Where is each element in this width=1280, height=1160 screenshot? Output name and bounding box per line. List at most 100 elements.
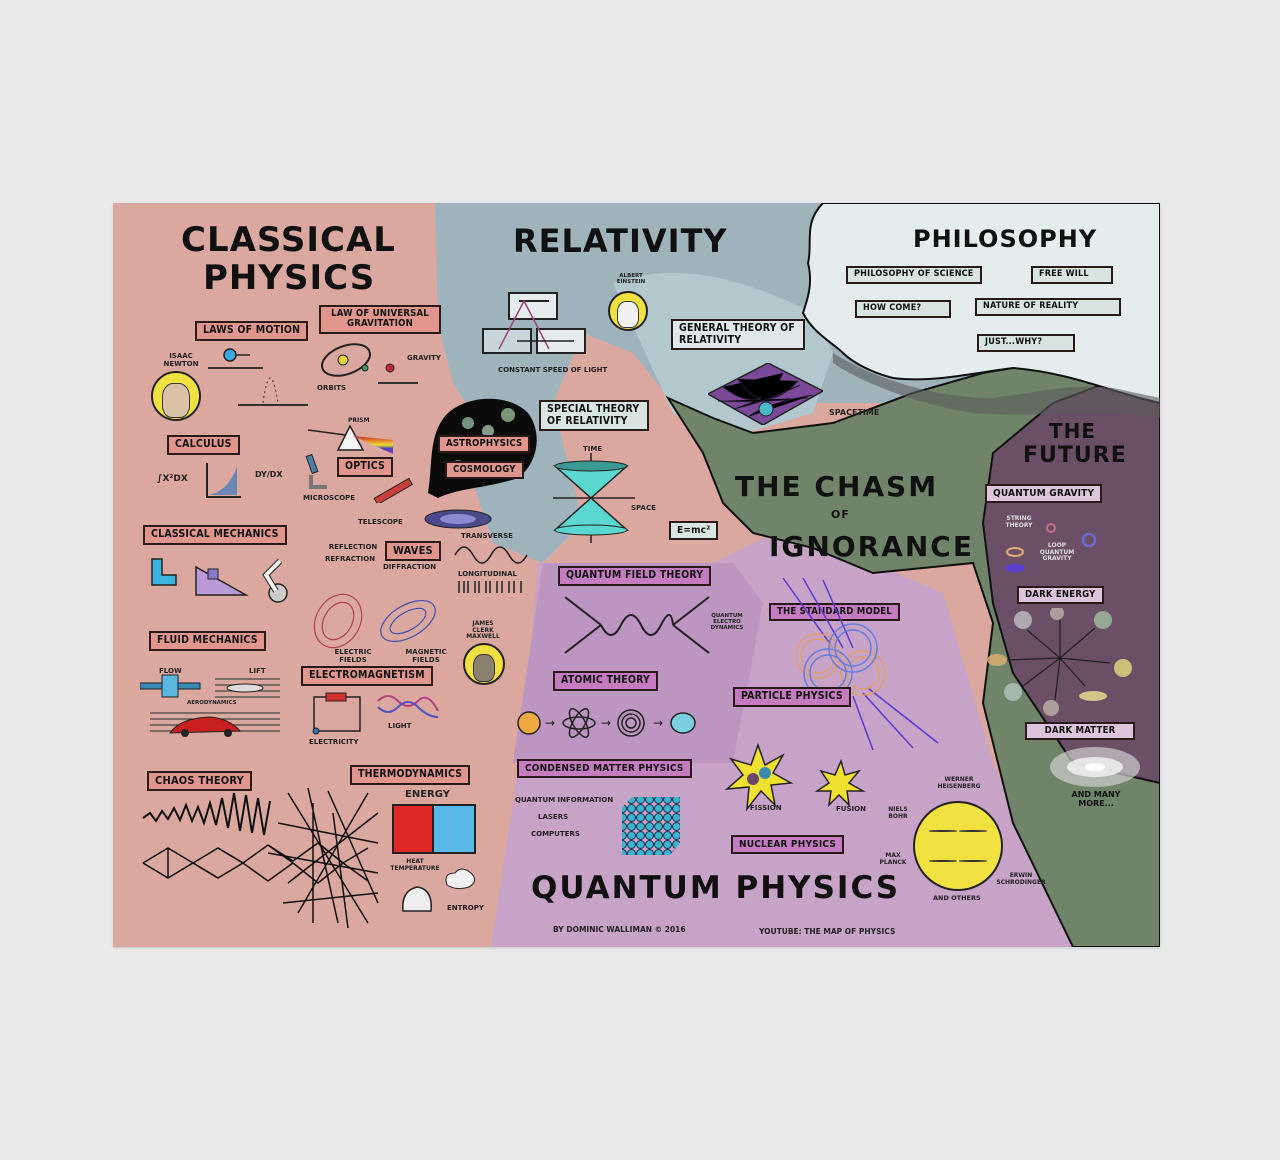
label-nuclear-physics: Nuclear Physics <box>731 835 845 854</box>
quantum-physicists-portrait-icon <box>913 801 1003 891</box>
note-energy: Energy <box>405 789 450 800</box>
label-optics: Optics <box>337 457 394 477</box>
label-chaos-theory: Chaos Theory <box>147 771 252 792</box>
crystal-lattice-icon <box>622 797 680 855</box>
expanding-universe-icon <box>987 608 1132 716</box>
note-and-others: And Others <box>933 894 981 902</box>
note-prism: Prism <box>348 417 370 424</box>
note-flow: Flow <box>159 667 182 675</box>
em-fields-icon <box>313 593 436 649</box>
note-electric-fields: Electric Fields <box>334 648 372 664</box>
note-fusion: Fusion <box>836 805 866 813</box>
note-quantum-electrodynamics: Quantum Electro Dynamics <box>710 613 744 632</box>
label-cosmology: Cosmology <box>445 461 524 480</box>
galaxy-disk-icon <box>424 509 492 529</box>
philosophy-title: Philosophy <box>913 225 1098 253</box>
note-computers: Computers <box>531 830 580 838</box>
maxwell-portrait-icon <box>463 643 505 685</box>
chasm-title-line2: of <box>831 508 850 521</box>
label-how-come: How Come? <box>855 300 951 318</box>
note-space: Space <box>631 504 656 512</box>
note-telescope: Telescope <box>358 518 403 526</box>
note-heat-temperature: Heat Temperature <box>390 858 440 872</box>
label-free-will: Free Will <box>1031 266 1113 284</box>
label-quantum-gravity: Quantum Gravity <box>985 484 1103 503</box>
label-emc2: E=mc² <box>669 521 719 540</box>
note-heisenberg: Werner Heisenberg <box>937 776 981 790</box>
note-lasers: Lasers <box>538 813 569 821</box>
label-condensed-matter: Condensed Matter Physics <box>517 759 692 778</box>
light-clock-trains-icon <box>482 292 586 354</box>
note-loop-quantum-gravity: Loop Quantum Gravity <box>1039 542 1075 563</box>
mechanics-icons <box>151 558 288 603</box>
note-magnetic-fields: Magnetic Fields <box>405 648 447 664</box>
label-just-why: Just...Why? <box>977 334 1075 352</box>
note-lift: Lift <box>249 667 266 675</box>
label-atomic-theory: Atomic Theory <box>553 671 659 691</box>
note-reflection: Reflection <box>328 543 378 551</box>
note-albert-einstein: Albert Einstein <box>616 273 646 286</box>
note-gravity: Gravity <box>407 354 441 362</box>
credit-youtube: YouTube: The Map of Physics <box>759 927 896 936</box>
label-special-relativity: Special Theory of Relativity <box>539 400 649 432</box>
note-and-many-more: And Many More... <box>1071 790 1121 808</box>
newton-portrait-icon <box>151 371 201 421</box>
note-time: Time <box>583 445 603 453</box>
note-maxwell: James Clerk Maxwell <box>466 620 500 641</box>
note-derivative: dy/dx <box>255 470 283 479</box>
note-orbits: Orbits <box>317 384 347 392</box>
light-cone-icon <box>553 453 635 543</box>
label-universal-gravitation: Law of Universal Gravitation <box>319 305 441 334</box>
svg-text:→: → <box>653 716 663 730</box>
note-transverse: Transverse <box>461 532 513 540</box>
label-quantum-field-theory: Quantum Field Theory <box>558 566 712 586</box>
label-calculus: Calculus <box>167 435 240 455</box>
label-philosophy-of-science: Philosophy of Science <box>846 266 982 284</box>
svg-text:→: → <box>601 716 611 730</box>
label-laws-of-motion: Laws of Motion <box>195 321 309 341</box>
label-standard-model: The Standard Model <box>769 603 900 622</box>
label-general-relativity: General Theory of Relativity <box>671 319 805 351</box>
note-fission: Fission <box>750 804 782 812</box>
label-electromagnetism: Electromagnetism <box>301 666 433 686</box>
note-refraction: Refraction <box>325 555 376 563</box>
note-quantum-information: Quantum Information <box>515 796 614 804</box>
label-nature-of-reality: Nature of Reality <box>975 298 1121 316</box>
fluid-dynamics-icon <box>140 674 280 737</box>
note-calculus-integral: ∫x²dx <box>157 474 188 484</box>
note-aerodynamics: Aerodynamics <box>187 700 237 706</box>
future-title-line1: The <box>1049 419 1097 443</box>
svg-text:→: → <box>545 716 555 730</box>
label-dark-energy: Dark Energy <box>1017 586 1104 605</box>
label-thermodynamics: Thermodynamics <box>350 765 471 785</box>
relativity-title: Relativity <box>513 222 728 260</box>
chaos-network-icon <box>142 787 379 929</box>
note-spacetime: Spacetime <box>829 408 880 417</box>
classical-physics-title-line2: Physics <box>203 258 376 298</box>
microscope-icon <box>305 453 327 489</box>
galaxy-icon <box>1050 747 1140 787</box>
label-astrophysics: Astrophysics <box>438 435 531 454</box>
note-string-theory: String Theory <box>1005 515 1033 529</box>
motion-diagram-icon <box>208 348 308 406</box>
label-waves: Waves <box>385 541 441 562</box>
orbit-gravity-icon <box>321 343 418 384</box>
fission-fusion-icon <box>724 743 866 812</box>
quantum-gravity-icons <box>1005 523 1097 572</box>
circuit-light-icon <box>312 692 439 735</box>
note-constant-speed-of-light: Constant Speed of Light <box>498 366 608 374</box>
note-diffraction: Diffraction <box>383 563 437 571</box>
quantum-physics-title: Quantum Physics <box>531 870 901 906</box>
future-title-line2: Future <box>1023 443 1127 468</box>
atomic-models-icon: → → → <box>517 708 696 738</box>
note-longitudinal: Longitudinal <box>458 570 517 578</box>
label-classical-mechanics: Classical Mechanics <box>143 525 287 545</box>
heat-kettle-icon <box>392 804 476 912</box>
spacetime-grid-icon <box>708 363 823 425</box>
note-bohr: Niels Bohr <box>888 806 908 820</box>
feynman-diagram-icon <box>564 596 710 654</box>
label-dark-matter: Dark Matter <box>1025 722 1135 741</box>
note-electricity: Electricity <box>309 738 359 746</box>
note-light: Light <box>388 722 412 730</box>
einstein-portrait-icon <box>608 291 648 331</box>
